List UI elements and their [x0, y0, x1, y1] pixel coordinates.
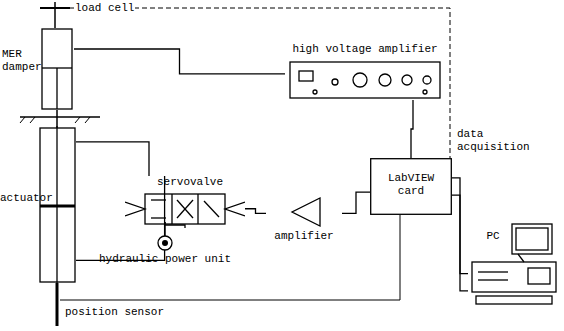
- node-label: LabVIEW card: [374, 172, 448, 197]
- node-label: actuator: [0, 192, 40, 205]
- sensor-label: position sensor: [64, 306, 165, 319]
- pc-computer: PC: [468, 222, 560, 308]
- connector-wire: [342, 192, 370, 213]
- sensor-label: load cell: [74, 2, 135, 15]
- hydraulic-pump: hydraulic power unit: [92, 222, 238, 274]
- hydraulic-pump-outline: [92, 222, 238, 274]
- connector-wire: [76, 142, 149, 176]
- node-label: hydraulic power unit: [92, 253, 238, 266]
- connector-wire: [245, 209, 266, 214]
- connector-wire: [411, 100, 413, 158]
- node-label: PC: [476, 230, 510, 243]
- signal-label: data acquisition: [456, 128, 528, 153]
- daq-card-box: LabVIEW card: [370, 158, 452, 215]
- damper-cylinder: MER damper: [2, 28, 74, 112]
- amplifier-box: high voltage amplifier: [285, 42, 445, 100]
- connector-wire: [165, 222, 185, 228]
- amplifier-triangle-outline: [266, 196, 342, 254]
- connector-wire: [452, 195, 468, 291]
- actuator-cylinder: actuator: [0, 126, 76, 284]
- node-label: high voltage amplifier: [285, 43, 445, 56]
- node-label: servovalve: [145, 176, 235, 189]
- pc-computer-outline: [468, 222, 560, 308]
- node-label: MER damper: [2, 48, 40, 73]
- amplifier-triangle: amplifier: [266, 196, 342, 254]
- actuator-cylinder-outline: [0, 126, 76, 284]
- connector-wire: [74, 49, 285, 74]
- node-label: amplifier: [266, 230, 342, 243]
- servovalve-symbol: servovalve: [125, 176, 245, 228]
